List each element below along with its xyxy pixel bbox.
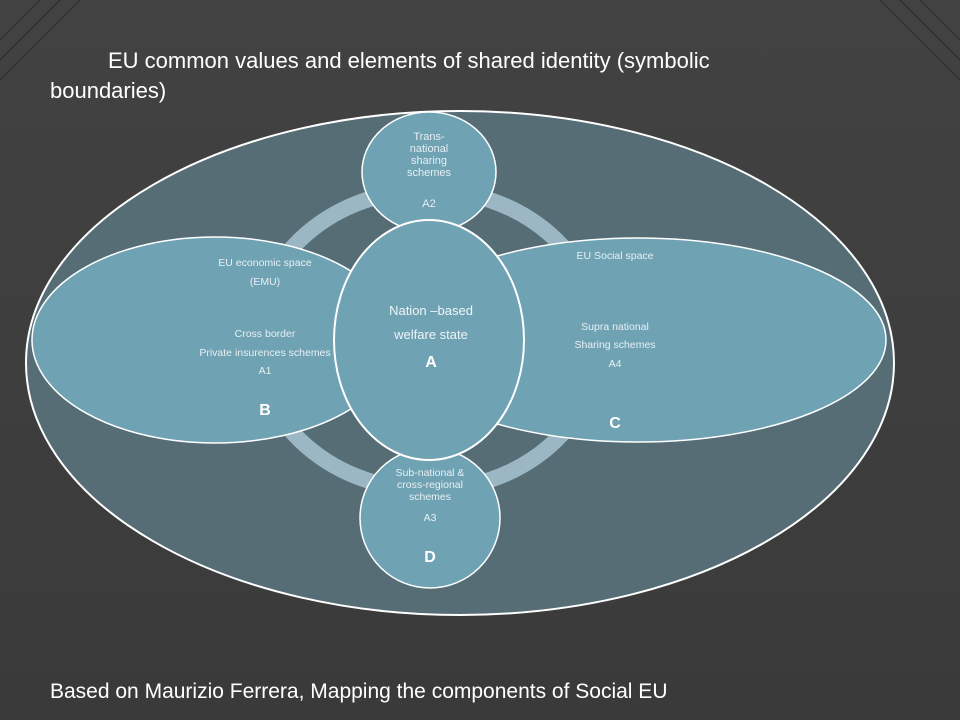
right-line2: Sharing schemes [574, 339, 655, 351]
right-line1: Supra national [581, 321, 649, 333]
slide-footer: Based on Maurizio Ferrera, Mapping the c… [50, 680, 668, 703]
right-title1: EU Social space [576, 250, 653, 262]
right-letter: C [609, 415, 621, 432]
top-code: A2 [422, 198, 435, 210]
top-line2: national [410, 143, 449, 155]
center-line1: Nation –based [389, 303, 473, 318]
left-title1: EU economic space [218, 257, 312, 269]
left-code: A1 [259, 365, 272, 377]
left-letter: B [259, 402, 271, 419]
top-line1: Trans- [413, 131, 445, 143]
center-letter: A [425, 354, 437, 371]
left-line2: Private insurences schemes [199, 347, 330, 359]
left-title2: (EMU) [250, 276, 280, 288]
center-ellipse-a [333, 219, 525, 461]
bottom-line1: Sub-national & [396, 467, 465, 479]
top-line3: sharing [411, 155, 447, 167]
bottom-line2: cross-regional [397, 479, 463, 491]
left-line1: Cross border [235, 328, 296, 340]
bottom-code: A3 [424, 512, 437, 524]
bottom-line3: schemes [409, 491, 451, 503]
bottom-letter: D [424, 549, 436, 566]
top-line4: schemes [407, 167, 452, 179]
right-code: A4 [609, 358, 622, 370]
center-line2: welfare state [393, 327, 468, 342]
slide-title: EU common values and elements of shared … [50, 48, 710, 103]
